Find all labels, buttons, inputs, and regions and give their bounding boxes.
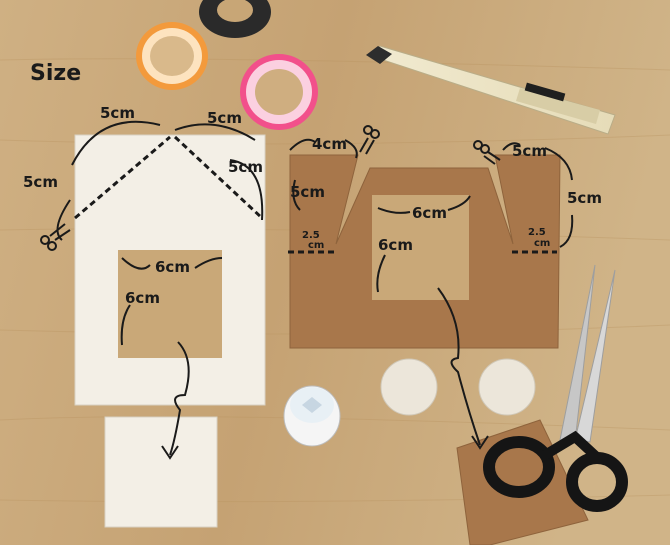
label-white-roof-left: 5cm (100, 104, 135, 122)
kraft-card-frame (288, 154, 561, 349)
kraft-window-hole (372, 195, 469, 300)
white-cut-lines (74, 135, 264, 220)
label-brown-left-side: 5cm (290, 183, 325, 201)
label-brown-right-notch: 2.5 (528, 227, 546, 238)
label-white-roof-right: 5cm (207, 109, 242, 127)
label-brown-left-notch-unit: cm (308, 240, 324, 251)
washi-tape-orange (136, 22, 208, 90)
white-circle-right (478, 358, 536, 416)
scissors (483, 264, 628, 512)
label-brown-window-h: 6cm (378, 236, 413, 254)
ink-annotations (56, 120, 574, 460)
label-brown-right-top: 5cm (512, 142, 547, 160)
utility-knife (366, 45, 616, 135)
label-brown-right-side: 5cm (567, 189, 602, 207)
label-brown-window-w: 6cm (412, 204, 447, 222)
label-white-side-left: 5cm (23, 173, 58, 191)
label-white-side-right: 5cm (228, 158, 263, 176)
label-white-window-w: 6cm (155, 258, 190, 276)
white-card-piece (104, 416, 218, 528)
label-brown-left-top: 4cm (312, 135, 347, 153)
label-brown-left-notch: 2.5 (302, 230, 320, 241)
white-circle-left (380, 358, 438, 416)
label-brown-right-notch-unit: cm (534, 238, 550, 249)
washi-tape-black (199, 0, 271, 38)
washi-tape-pink (240, 54, 318, 130)
scissor-icon-kraft-right (473, 140, 501, 165)
scissor-icon-kraft-left (359, 125, 380, 155)
label-white-window-h: 6cm (125, 289, 160, 307)
title-size: Size (30, 61, 81, 86)
scissor-icon-white (40, 223, 71, 251)
glue-bottle (283, 385, 341, 447)
